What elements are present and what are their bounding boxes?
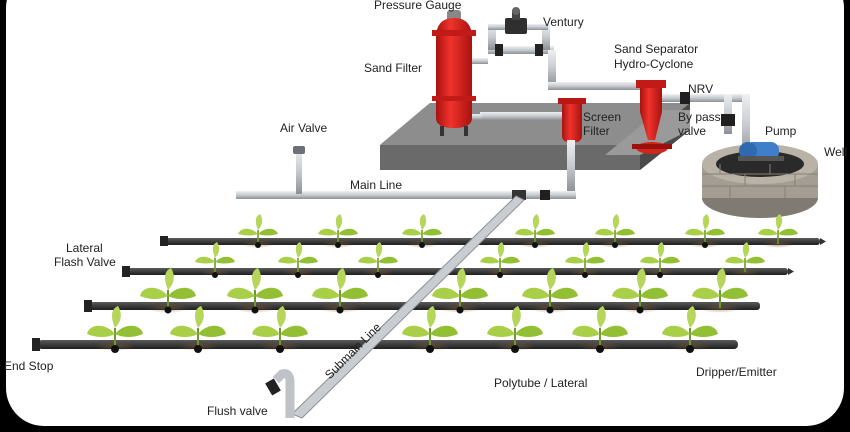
drippers (111, 242, 708, 353)
hydro-cyclone (632, 80, 672, 154)
air-valve (293, 146, 305, 194)
dripper-label: Dripper/Emitter (696, 365, 777, 379)
end-stop-label: End Stop (4, 359, 54, 373)
submain-line-pipe (291, 195, 525, 419)
polytube-label: Polytube / Lateral (494, 376, 588, 390)
nrv-valve (680, 92, 690, 104)
pump-unit (738, 142, 784, 161)
sand-filter-label: Sand Filter (364, 61, 423, 75)
flush-valve-label: Flush valve (207, 404, 268, 418)
flash-valve-label: Flash Valve (54, 255, 116, 269)
bypass-valve-label: valve (678, 124, 707, 138)
bypass-valve (721, 114, 735, 126)
main-line-label: Main Line (350, 178, 403, 192)
pressure-gauge-label: Pressure Gauge (374, 0, 462, 12)
flush-valve (265, 369, 295, 418)
well-label: Well (824, 145, 848, 159)
hydro-cyclone-label: Hydro-Cyclone (614, 57, 694, 71)
main-line-pipe (236, 190, 576, 200)
nrv-label: NRV (688, 82, 714, 96)
screen-filter-unit (558, 98, 586, 192)
sand-separator-label: Sand Separator (614, 42, 699, 56)
pump-label: Pump (765, 124, 797, 138)
filter-label: Filter (583, 124, 610, 138)
venturi-label: Ventury (543, 15, 584, 29)
diagram-background (6, 0, 844, 426)
lateral-label: Lateral (66, 241, 103, 255)
bypass-label: By pass (678, 110, 721, 124)
screen-label: Screen (583, 110, 622, 124)
venturi-injector (495, 7, 543, 56)
air-valve-label: Air Valve (280, 121, 328, 135)
sand-filter-tank (432, 10, 488, 136)
well (702, 144, 818, 218)
